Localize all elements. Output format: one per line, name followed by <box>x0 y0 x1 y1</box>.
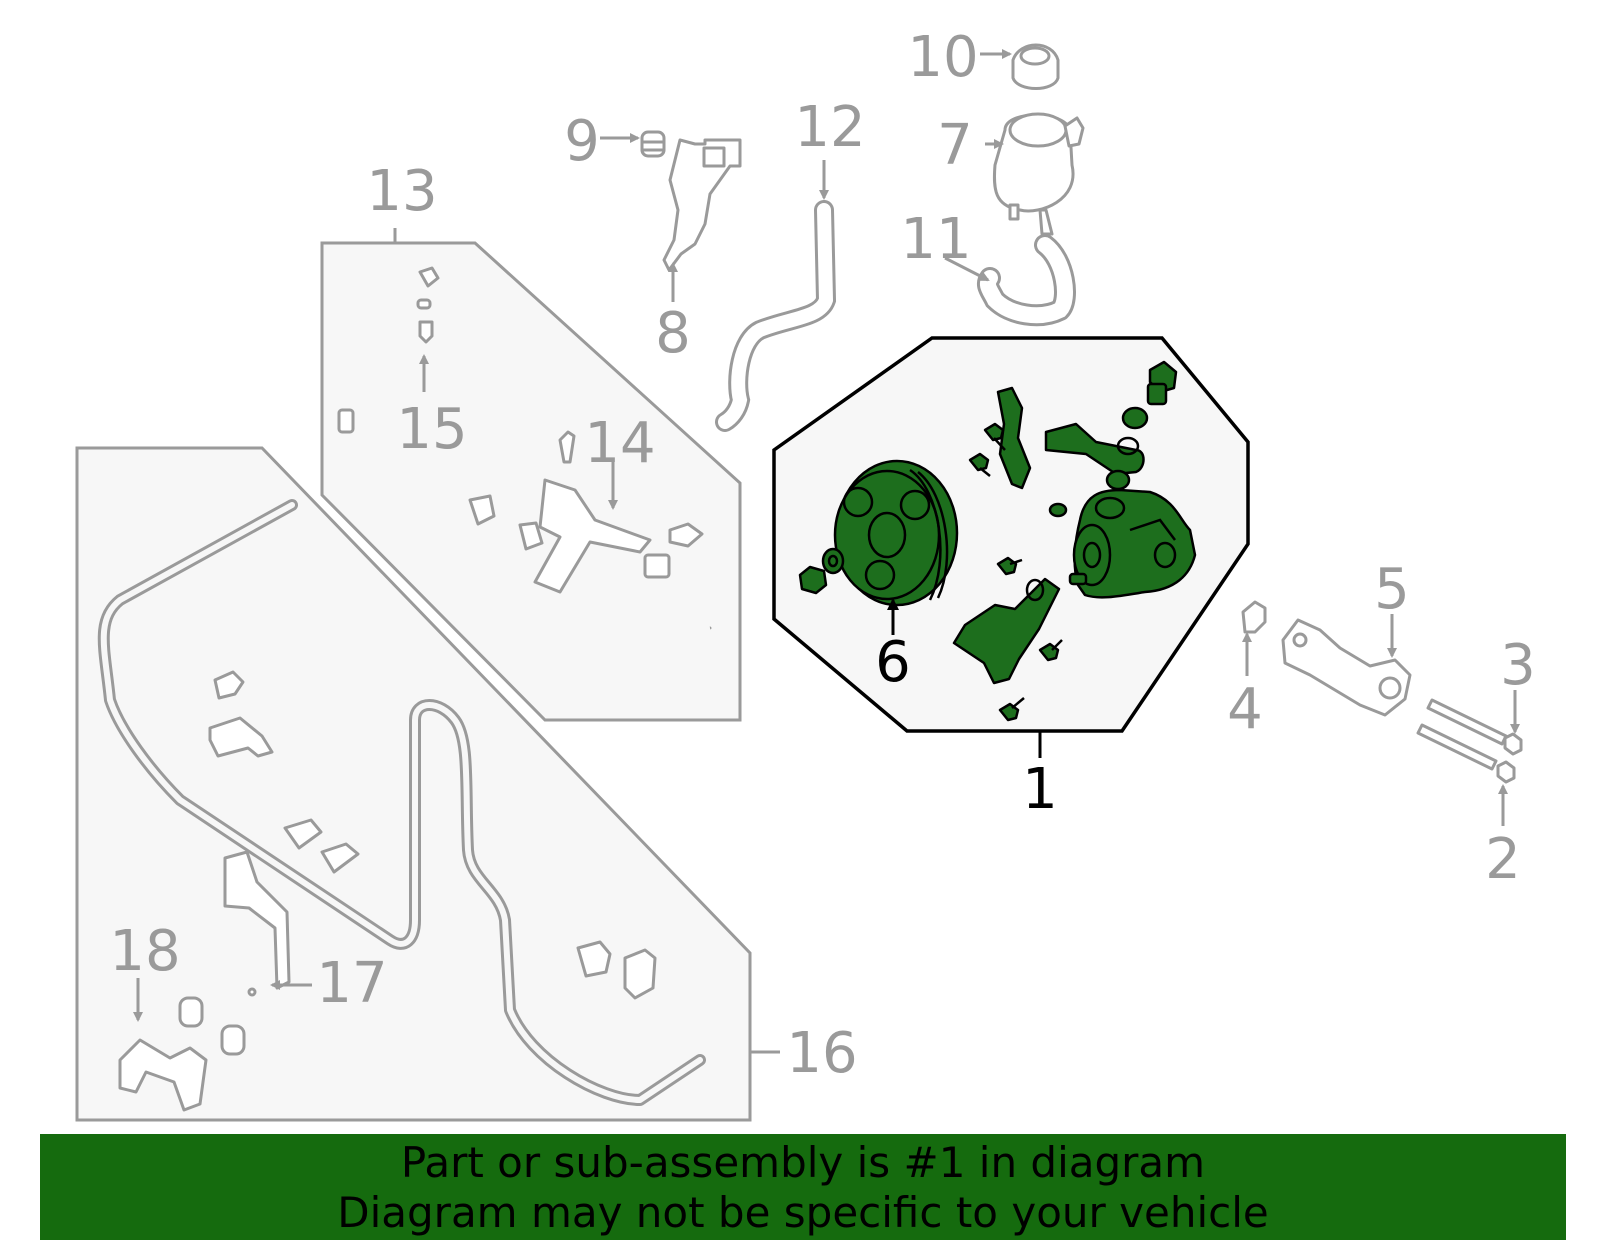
callout-6: 6 <box>875 630 911 695</box>
bracket-8 <box>662 138 742 302</box>
callout-labels: 1 2 3 4 5 6 7 8 9 10 11 12 13 14 15 16 1… <box>109 25 1535 1086</box>
callout-13: 13 <box>366 159 437 224</box>
hose-12 <box>715 160 837 432</box>
callout-4: 4 <box>1227 677 1263 742</box>
clip-4 <box>1241 600 1267 676</box>
grommet-9 <box>600 130 666 158</box>
pulley-6 <box>833 459 959 607</box>
callout-5: 5 <box>1374 557 1410 622</box>
banner-line-2: Diagram may not be specific to your vehi… <box>337 1188 1269 1237</box>
callout-2: 2 <box>1485 827 1521 892</box>
callout-8: 8 <box>655 301 691 366</box>
panel-16 <box>75 446 780 1122</box>
panel-13 <box>320 228 742 722</box>
callout-12: 12 <box>794 95 865 160</box>
reservoir-7 <box>985 112 1085 236</box>
callout-17: 17 <box>316 951 387 1016</box>
callout-1: 1 <box>1022 757 1058 822</box>
callout-10: 10 <box>907 25 978 90</box>
bracket-5 <box>1281 614 1412 717</box>
callout-9: 9 <box>564 109 600 174</box>
hose-11 <box>944 234 1076 327</box>
small-bolts <box>968 422 1063 722</box>
callout-18: 18 <box>109 919 180 984</box>
bolts-2-3 <box>1416 690 1523 826</box>
banner-line-1: Part or sub-assembly is #1 in diagram <box>400 1138 1206 1187</box>
info-banner: Part or sub-assembly is #1 in diagram Di… <box>40 1134 1566 1240</box>
parts-diagram: 1 2 3 4 5 6 7 8 9 10 11 12 13 14 15 16 1… <box>75 25 1536 1122</box>
callout-14: 14 <box>584 411 655 476</box>
callout-16: 16 <box>786 1021 857 1086</box>
callout-7: 7 <box>937 113 973 178</box>
callout-15: 15 <box>396 397 467 462</box>
callout-3: 3 <box>1500 633 1536 698</box>
callout-11: 11 <box>900 207 971 272</box>
cap-10 <box>980 43 1060 90</box>
pump-body <box>1068 488 1197 599</box>
panel-1 <box>772 336 1250 758</box>
